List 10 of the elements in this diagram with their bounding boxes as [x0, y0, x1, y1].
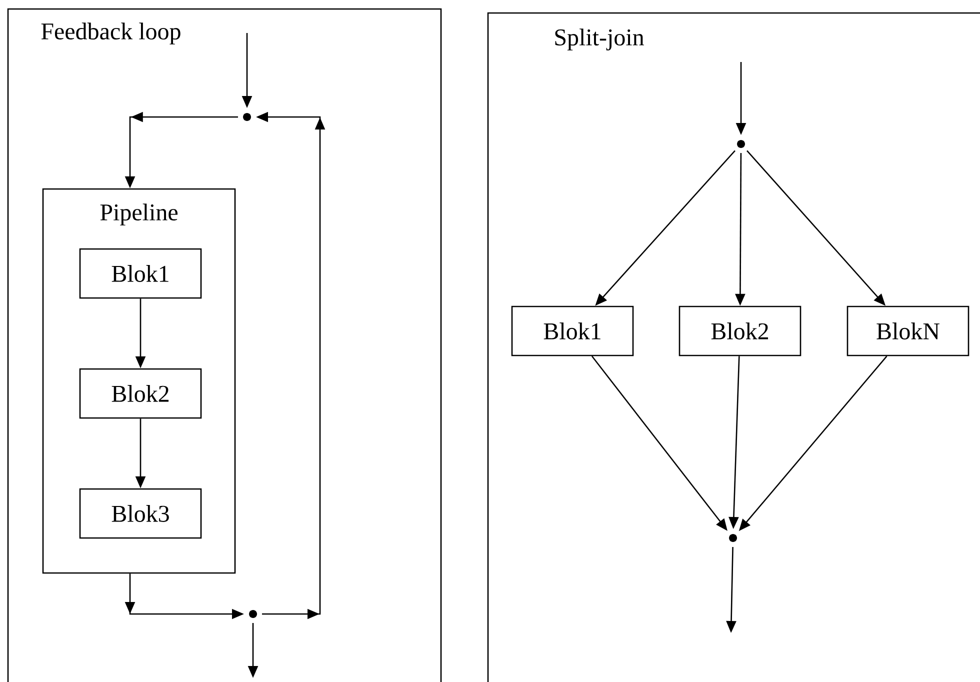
process-box: Blok1	[511, 306, 634, 356]
process-box: BlokN	[846, 306, 970, 356]
junction-dot	[729, 534, 737, 542]
junction-dot	[243, 113, 251, 121]
process-box: Blok1	[79, 248, 202, 299]
process-box: Blok3	[79, 488, 202, 539]
junction-dot	[249, 610, 257, 618]
process-box: Blok2	[79, 368, 202, 419]
junction-dot	[737, 140, 745, 148]
process-box: Blok2	[678, 306, 802, 356]
